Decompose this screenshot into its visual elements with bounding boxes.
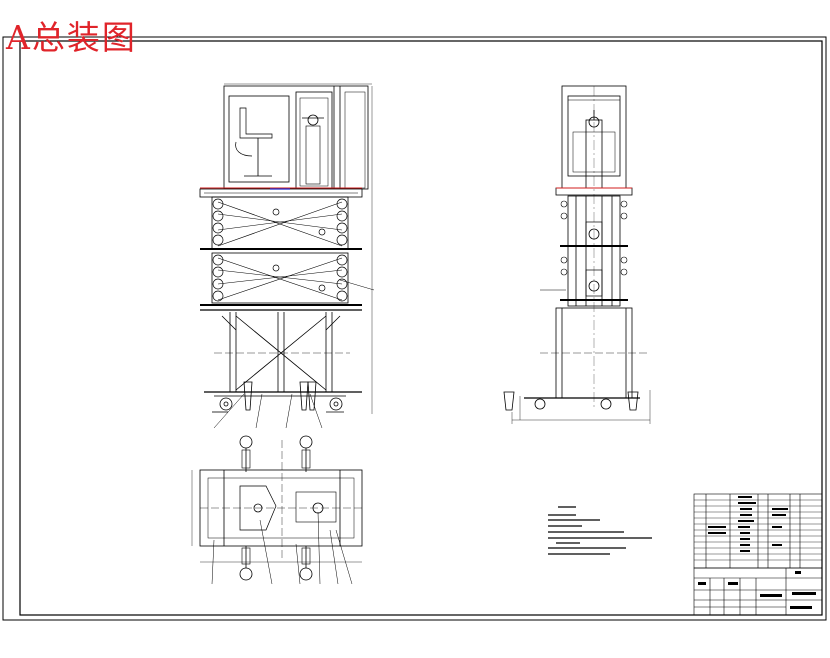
side-view [503,85,651,424]
plan-view [191,435,363,585]
parts-list-table [693,493,823,569]
sheet-outer-border [2,36,827,621]
technical-notes [548,506,652,555]
title-block [693,567,823,616]
sheet-inner-border [19,40,823,616]
title-block-fill-marks [698,571,816,609]
parts-list-fill-marks [708,496,788,552]
drawing-title: A总装图 [6,18,137,57]
front-view [199,83,375,429]
